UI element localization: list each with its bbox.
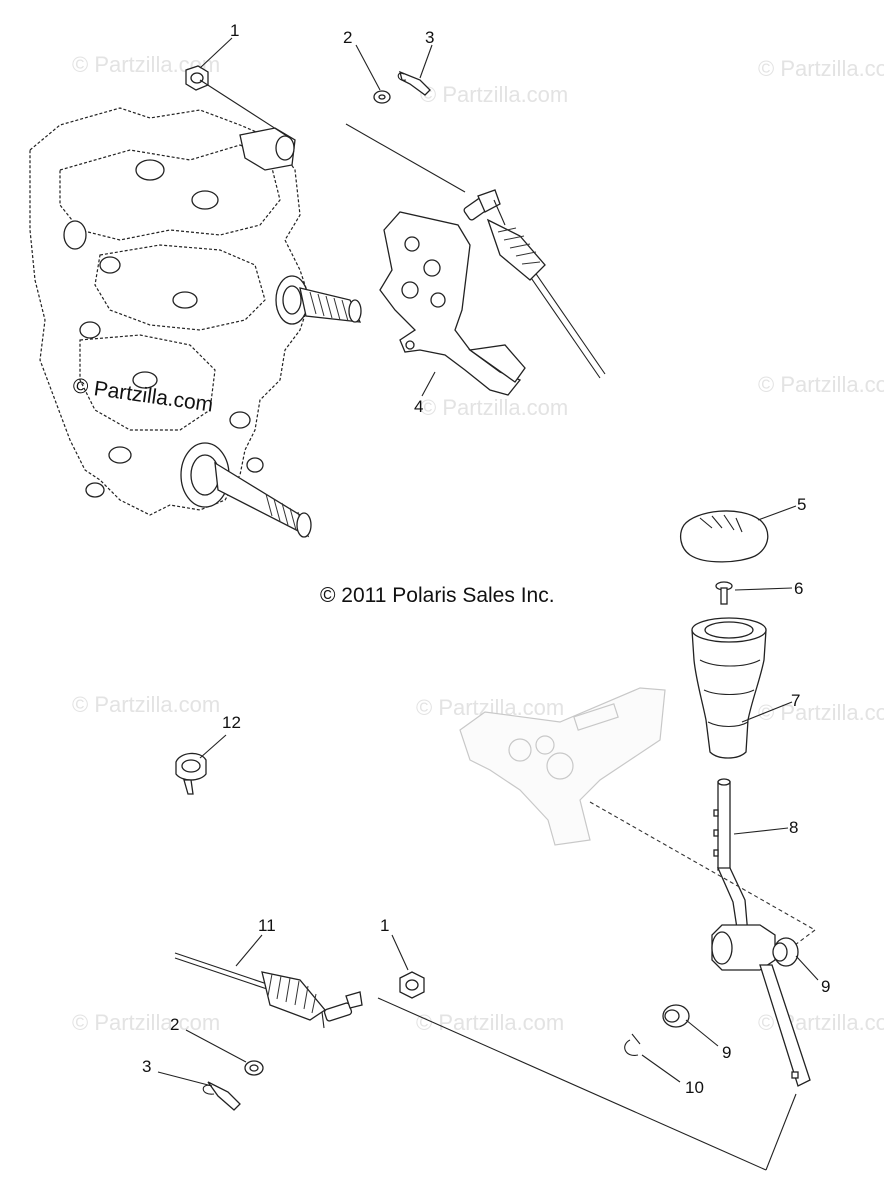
ghost-bracket: [459, 687, 666, 846]
part-9-bushing-lower: [662, 1004, 690, 1028]
callout-9: 9: [821, 977, 830, 996]
part-1-nut: [185, 65, 209, 91]
watermark: © Partzilla.com: [416, 1010, 564, 1035]
part-8-shift-rod: [711, 778, 811, 1087]
part-6-screw: [715, 581, 733, 605]
part-12-clamp: [175, 752, 207, 795]
callout-1: 1: [230, 21, 239, 40]
part-3-clip: [397, 70, 431, 96]
part-5-knob-cap: [679, 510, 769, 563]
part-1-nut-lower: [399, 971, 425, 999]
part-2-washer: [373, 90, 391, 104]
watermark: © Partzilla.com: [72, 1010, 220, 1035]
callout-4: 4: [414, 397, 423, 416]
callout-6: 6: [794, 579, 803, 598]
callout-3-lower: 3: [142, 1057, 151, 1076]
copyright-text: © 2011 Polaris Sales Inc.: [320, 584, 555, 607]
callout-5: 5: [797, 495, 806, 514]
callout-2-lower: 2: [170, 1015, 179, 1034]
watermark: © Partzilla.com: [758, 700, 884, 725]
callout-7: 7: [791, 691, 800, 710]
callout-10: 10: [685, 1078, 704, 1097]
callout-1-lower: 1: [380, 916, 389, 935]
part-10-e-clip: [624, 1033, 641, 1056]
callout-2: 2: [343, 28, 352, 47]
callout-9b: 9: [722, 1043, 731, 1062]
part-3-clip-lower: [202, 1081, 241, 1111]
part-9-bushing: [772, 937, 799, 967]
shift-cable-top: [463, 189, 606, 379]
callout-3: 3: [425, 28, 434, 47]
watermark: © Partzilla.com: [72, 692, 220, 717]
watermark: © Partzilla.com: [420, 82, 568, 107]
transmission-assembly: [29, 107, 362, 538]
part-11-cable-lower: [174, 952, 363, 1029]
watermark: © Partzilla.com: [758, 372, 884, 397]
watermarks: © Partzilla.com © Partzilla.com © Partzi…: [72, 52, 884, 1035]
callout-12: 12: [222, 713, 241, 732]
part-4-bracket: [379, 211, 526, 396]
callout-8: 8: [789, 818, 798, 837]
watermark: © Partzilla.com: [758, 56, 884, 81]
part-2-washer-lower: [244, 1060, 264, 1076]
callout-11: 11: [258, 916, 276, 935]
watermark: © Partzilla.com: [420, 395, 568, 420]
part-7-knob-body: [691, 617, 767, 759]
